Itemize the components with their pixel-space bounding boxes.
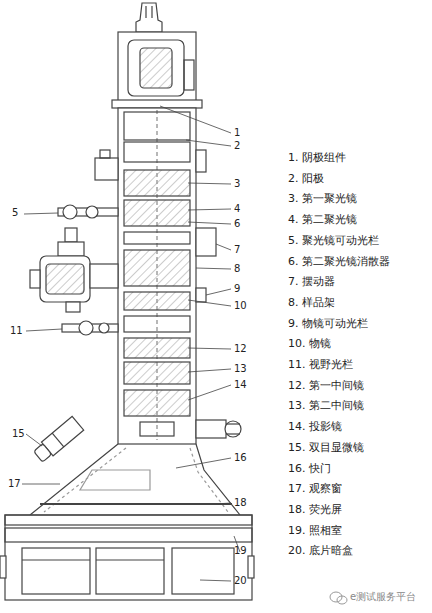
part-name: 13. 第二中间镜 [288, 400, 364, 412]
callout-number: 14 [234, 379, 247, 390]
callout-number: 4 [234, 203, 240, 214]
callout-number: 16 [234, 452, 247, 463]
callout-number: 9 [234, 283, 240, 294]
callout-number: 11 [10, 325, 23, 336]
callout-number: 8 [234, 263, 240, 274]
leader-lines [22, 106, 240, 581]
callout-number: 19 [234, 545, 247, 556]
part-name: 14. 投影镜 [288, 421, 342, 433]
callout-number: 1 [234, 127, 240, 138]
callout-number: 3 [234, 178, 240, 189]
part-name: 4. 第二聚光镜 [288, 214, 357, 226]
callout-number: 5 [12, 207, 18, 218]
part-name: 2. 阳极 [288, 173, 324, 185]
callout-number: 12 [234, 343, 247, 354]
part-name: 10. 物镜 [288, 338, 331, 350]
part-name: 6. 第二聚光镜消散器 [288, 256, 390, 268]
part-name: 9. 物镜可动光栏 [288, 318, 368, 330]
callout-number: 15 [12, 428, 25, 439]
watermark-icon [330, 592, 347, 604]
part-name: 1. 阴极组件 [288, 152, 346, 164]
callout-number: 2 [234, 140, 240, 151]
watermark: e测试服务平台 [350, 591, 416, 602]
part-name: 17. 观察窗 [288, 483, 342, 495]
part-name: 18. 荧光屏 [288, 504, 342, 516]
callout-number: 17 [8, 478, 21, 489]
part-name: 15. 双目显微镜 [288, 442, 364, 454]
callout-number: 6 [234, 218, 240, 229]
callout-number: 20 [234, 575, 247, 586]
part-name: 8. 样品架 [288, 297, 335, 309]
part-name: 7. 摆动器 [288, 276, 335, 288]
part-name: 20. 底片暗盒 [288, 545, 353, 557]
part-name: 11. 视野光栏 [288, 359, 353, 371]
part-name: 16. 快门 [288, 463, 331, 475]
callout-number: 10 [234, 300, 247, 311]
callout-number: 18 [234, 497, 247, 508]
part-name: 19. 照相室 [288, 525, 342, 537]
callout-number: 7 [234, 244, 240, 255]
callout-number: 13 [234, 363, 247, 374]
part-name: 3. 第一聚光镜 [288, 193, 357, 205]
part-name: 12. 第一中间镜 [288, 380, 364, 392]
part-name: 5. 聚光镜可动光栏 [288, 235, 379, 247]
